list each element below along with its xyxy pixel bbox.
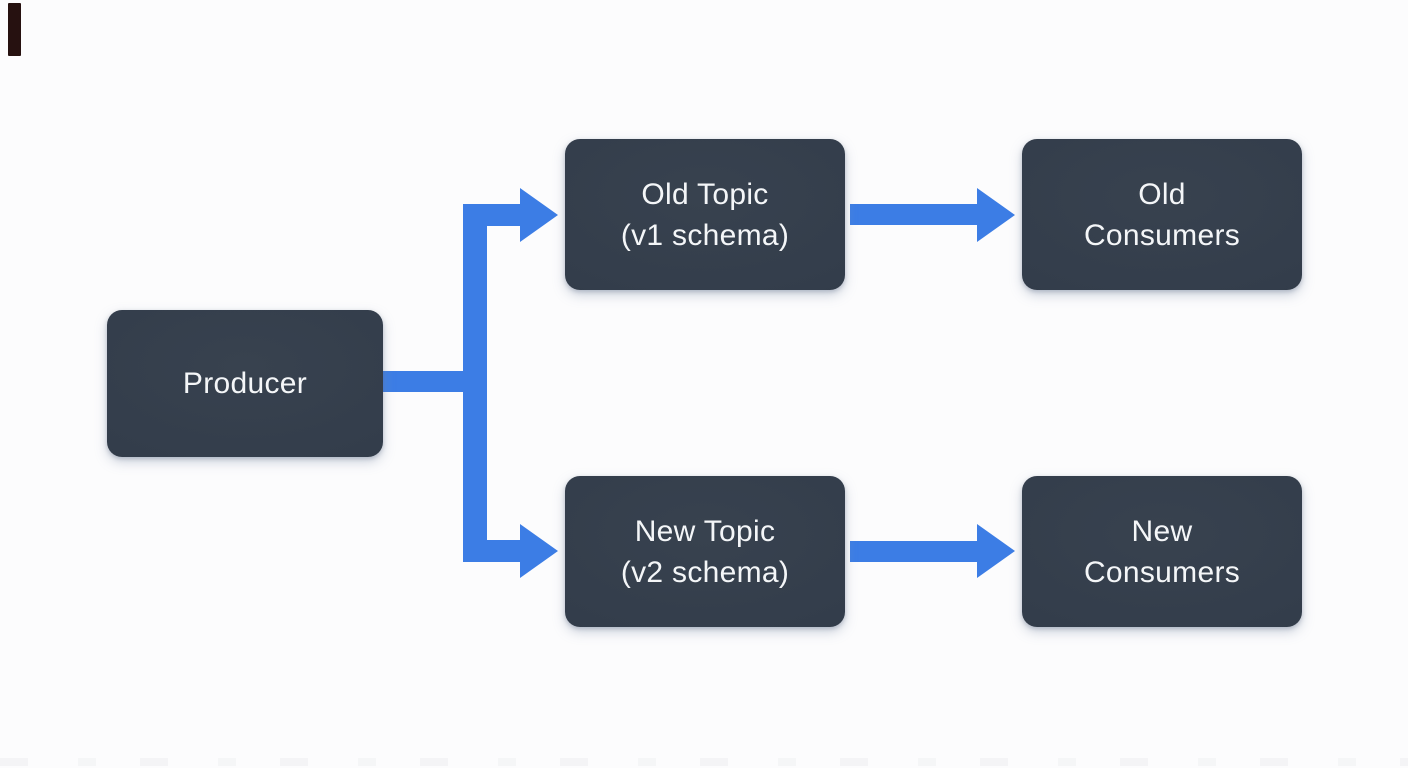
node-label-line1: Old Topic [641,177,769,211]
arrow-head-new-topic [520,524,558,578]
edge-producer-trunk [463,204,487,562]
node-label-line2: Consumers [1083,218,1241,252]
node-producer: Producer [107,310,383,457]
node-label-line1: Old [1138,177,1186,211]
node-label-line2: (v2 schema) [620,555,790,589]
node-label: Old Consumers [1084,174,1240,256]
node-label-line2: Consumers [1083,555,1241,589]
node-label-line2: (v1 schema) [620,218,790,252]
node-label: New Consumers [1084,511,1240,593]
edge-branch-to-old-topic [463,204,521,226]
node-label: New Topic (v2 schema) [621,511,789,593]
arrow-head-old-consumers [977,188,1015,242]
node-new-consumers: New Consumers [1022,476,1302,627]
node-old-topic: Old Topic (v1 schema) [565,139,845,290]
bottom-edge-noise [0,758,1408,766]
node-label-line1: Producer [182,367,308,400]
node-label: Old Topic (v1 schema) [621,174,789,256]
node-label: Producer [183,363,307,404]
edge-branch-to-new-topic [463,540,521,562]
node-new-topic: New Topic (v2 schema) [565,476,845,627]
arrow-head-new-consumers [977,524,1015,578]
arrow-head-old-topic [520,188,558,242]
node-label-line1: New [1131,514,1193,548]
screen-artifact-mark [8,3,21,56]
edge-old-topic-to-old-consumers [850,204,977,225]
edge-new-topic-to-new-consumers [850,541,977,562]
edge-producer-stub [382,371,464,392]
node-old-consumers: Old Consumers [1022,139,1302,290]
node-label-line1: New Topic [634,514,776,548]
